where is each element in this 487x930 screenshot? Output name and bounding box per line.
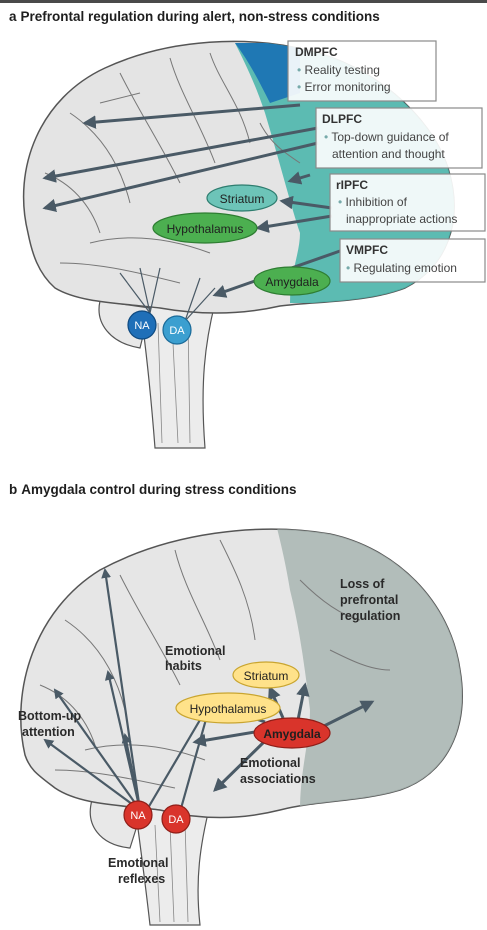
dmpfc-box: DMPFC • Reality testing • Error monitori… — [288, 41, 436, 101]
hypothalamus-label: Hypothalamus — [167, 222, 244, 236]
pfc-shading — [275, 520, 480, 810]
loss-label-line-2: prefrontal — [340, 593, 398, 607]
bullet-icon: • — [297, 80, 305, 94]
dlpfc-box: DLPFC • Top-down guidance of attention a… — [316, 108, 482, 168]
amygdala-label: Amygdala — [263, 727, 321, 741]
bullet-icon: • — [338, 195, 346, 209]
reflexes-label-line-2: reflexes — [118, 872, 165, 886]
vmpfc-function-1: • Regulating emotion — [346, 261, 457, 275]
amygdala-label: Amygdala — [265, 275, 319, 289]
striatum-label: Striatum — [244, 669, 289, 683]
dlpfc-function-2: attention and thought — [332, 147, 445, 161]
associations-label-line-2: associations — [240, 772, 316, 786]
dmpfc-function-2: • Error monitoring — [297, 80, 391, 94]
habits-label-line-1: Emotional — [165, 644, 225, 658]
na-label: NA — [130, 810, 146, 822]
bottom-up-label-line-1: Bottom-up — [18, 709, 82, 723]
hypothalamus-label: Hypothalamus — [190, 702, 267, 716]
panel-a-diagram: Striatum Hypothalamus Amygdala NA DA DMP… — [0, 3, 487, 453]
associations-label-line-1: Emotional — [240, 756, 300, 770]
vmpfc-name: VMPFC — [346, 243, 388, 257]
loss-label-line-3: regulation — [340, 609, 400, 623]
da-label: DA — [168, 814, 184, 826]
rlpfc-box: rIPFC • Inhibition of inappropriate acti… — [330, 174, 485, 231]
reflexes-label-line-1: Emotional — [108, 856, 168, 870]
rlpfc-name: rIPFC — [336, 178, 368, 192]
dlpfc-function-1: • Top-down guidance of — [324, 130, 449, 144]
dlpfc-name: DLPFC — [322, 112, 362, 126]
bullet-icon: • — [346, 261, 354, 275]
dmpfc-name: DMPFC — [295, 45, 338, 59]
da-label: DA — [169, 325, 185, 337]
bullet-icon: • — [297, 63, 305, 77]
dmpfc-function-1: • Reality testing — [297, 63, 380, 77]
na-label: NA — [134, 320, 150, 332]
striatum-label: Striatum — [220, 192, 265, 206]
habits-label-line-2: habits — [165, 659, 202, 673]
panel-b-diagram: Striatum Hypothalamus Amygdala NA DA Los… — [0, 470, 487, 930]
vmpfc-box: VMPFC • Regulating emotion — [340, 239, 485, 282]
rlpfc-function-1: • Inhibition of — [338, 195, 408, 209]
bottom-up-label-line-2: attention — [22, 725, 75, 739]
loss-label-line-1: Loss of — [340, 577, 385, 591]
rlpfc-function-2: inappropriate actions — [346, 212, 457, 226]
bullet-icon: • — [324, 130, 331, 144]
